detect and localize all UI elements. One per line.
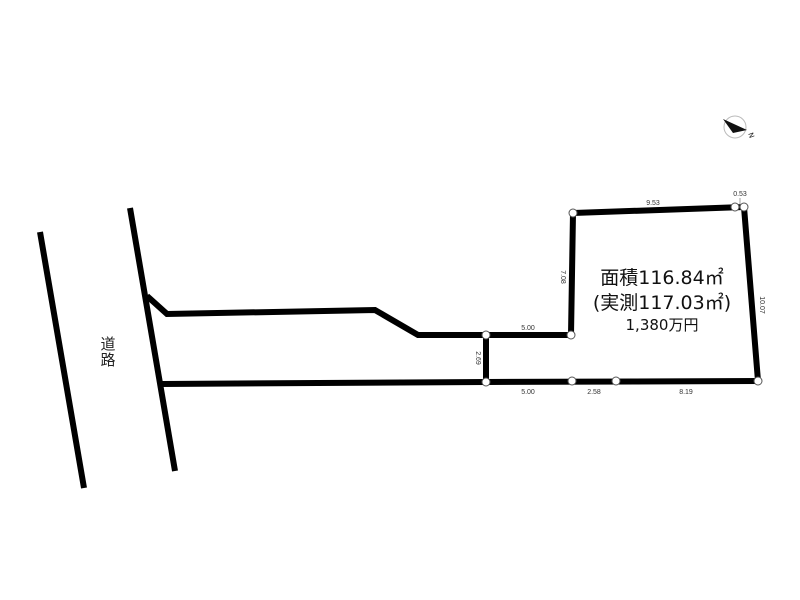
dim-access-top: 5.00 [521, 325, 535, 332]
road-label-2: 路 [100, 351, 115, 369]
road-edge-right [127, 207, 178, 472]
road-edge-left [37, 231, 87, 489]
dim-right: 10.07 [758, 296, 765, 314]
access-path-upper-boundary [144, 293, 571, 338]
dim-bottom-mid: 2.58 [587, 389, 601, 396]
area-registered: 面積116.84㎡ [600, 266, 723, 289]
north-compass-icon: N [723, 115, 756, 140]
price: 1,380万円 [626, 316, 699, 334]
area-measured: (実測117.03㎡) [593, 291, 731, 314]
boundary-markers [481, 202, 763, 387]
road-label-1: 道 [100, 335, 115, 353]
compass-label: N [746, 132, 755, 140]
dim-bottom-right: 8.19 [679, 389, 693, 396]
plot-boundary [568, 203, 761, 382]
dim-access-width: 2.69 [474, 351, 481, 365]
dim-top: 9.53 [646, 200, 660, 207]
lower-boundary [161, 378, 759, 387]
dim-access-bottom: 5.00 [521, 389, 535, 396]
dim-top-small: 0.53 [733, 191, 747, 198]
dim-left: 7.08 [559, 270, 566, 284]
